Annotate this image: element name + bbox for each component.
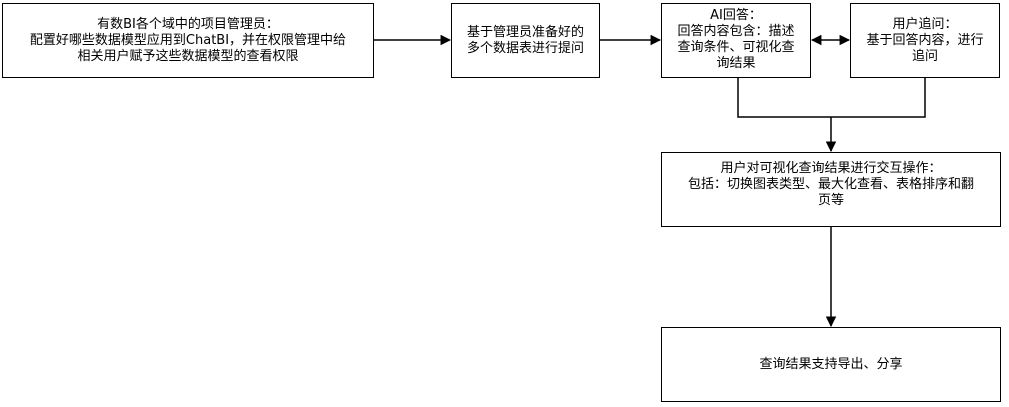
step-admin-config: 有数BI各个域中的项目管理员： 配置好哪些数据模型应用到ChatBI，并在权限管…	[2, 3, 374, 78]
step-follow-up: 用户追问： 基于回答内容，进行 追问	[850, 3, 1000, 78]
step-export-share: 查询结果支持导出、分享	[661, 327, 1001, 402]
step-follow-up-text: 用户追问： 基于回答内容，进行 追问	[866, 16, 984, 64]
step-ask-question-text: 基于管理员准备好的 多个数据表进行提问	[466, 24, 584, 56]
step-interact-results-text: 用户对可视化查询结果进行交互操作： 包括：切换图表类型、最大化查看、表格排序和翻…	[687, 161, 974, 208]
connector-follow-up-to-merge	[831, 78, 926, 118]
step-ai-answer-text: AI回答： 回答内容包含：描述 查询条件、可视化查 询结果	[677, 7, 795, 71]
connector-answer-to-merge	[737, 78, 831, 118]
step-ask-question: 基于管理员准备好的 多个数据表进行提问	[451, 3, 600, 78]
step-interact-results: 用户对可视化查询结果进行交互操作： 包括：切换图表类型、最大化查看、表格排序和翻…	[661, 152, 1001, 227]
step-export-share-text: 查询结果支持导出、分享	[759, 356, 903, 372]
step-admin-config-text: 有数BI各个域中的项目管理员： 配置好哪些数据模型应用到ChatBI，并在权限管…	[29, 16, 347, 64]
step-ai-answer: AI回答： 回答内容包含：描述 查询条件、可视化查 询结果	[661, 3, 811, 78]
